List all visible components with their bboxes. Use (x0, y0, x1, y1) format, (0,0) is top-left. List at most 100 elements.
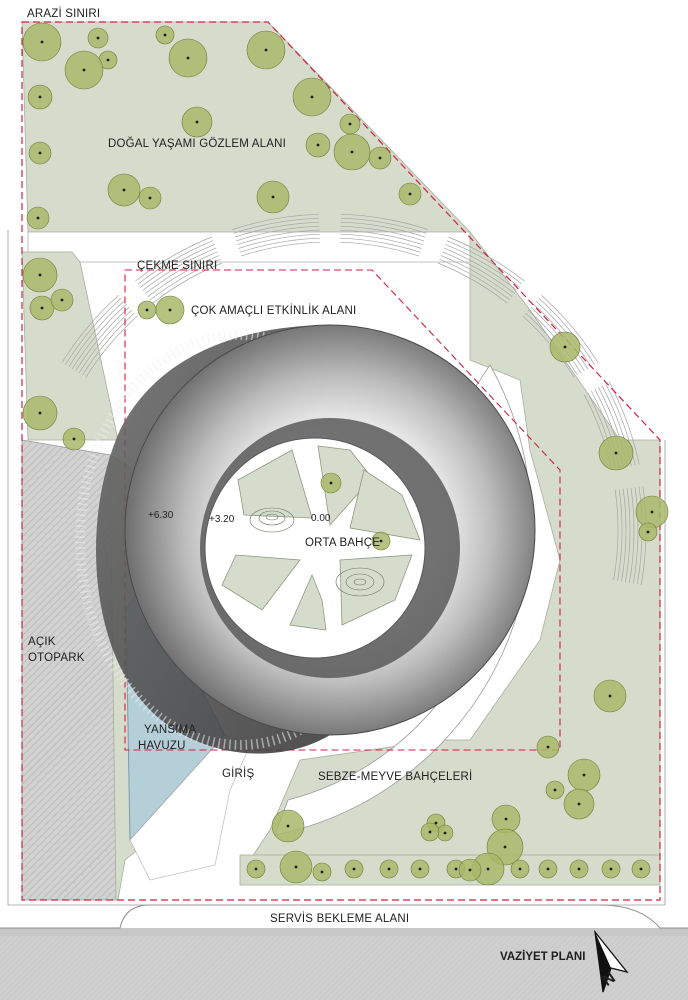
tree (569, 859, 589, 879)
tree-trunk-dot (352, 867, 356, 871)
tree-trunk-dot (546, 745, 550, 749)
orchard-row (140, 244, 215, 288)
tree (50, 288, 74, 312)
orchard-row (232, 213, 320, 230)
label-nature-area: DOĞAL YAŞAMI GÖZLEM ALANI (108, 137, 286, 150)
tree-trunk-dot (168, 308, 172, 312)
tree (28, 141, 52, 165)
tree (26, 206, 50, 230)
tree (436, 824, 454, 842)
tree (549, 331, 581, 363)
tree (246, 30, 286, 70)
boundary-lines (21, 21, 661, 901)
tree-trunk-dot (40, 306, 44, 310)
label-service-area: SERVİS BEKLEME ALANI (270, 912, 409, 925)
tree (538, 859, 558, 879)
tree-trunk-dot (454, 867, 458, 871)
tree (631, 859, 651, 879)
tree-trunk-dot (316, 143, 320, 147)
tree-trunk-dot (350, 150, 354, 154)
tree-trunk-dot (387, 867, 391, 871)
tree-trunk-dot (504, 817, 508, 821)
tree-trunk-dot (163, 33, 167, 37)
tree-trunk-dot (418, 867, 422, 871)
orchard-row (617, 489, 623, 581)
tree-trunk-dot (38, 273, 42, 277)
tree-trunk-dot (264, 48, 268, 52)
tree-trunk-dot (38, 95, 42, 99)
tree (635, 495, 669, 529)
tree (567, 758, 601, 792)
north-arrow (594, 929, 629, 993)
label-pool-line2: HAVUZU (138, 740, 186, 752)
label-setback-line: ÇEKME SINIRI (137, 260, 217, 272)
contour (265, 513, 279, 521)
orchard-row (235, 225, 320, 242)
tree (333, 133, 371, 171)
tree (638, 522, 658, 542)
tree-trunk-dot (40, 40, 44, 44)
orchard-row (135, 236, 212, 282)
tree-trunk-dot (577, 802, 581, 806)
orchard-row (446, 240, 523, 285)
garden-wedge-1 (237, 449, 313, 519)
tree (601, 859, 621, 879)
orchard-row (605, 383, 636, 466)
orchard-row (237, 229, 320, 246)
tree (168, 38, 208, 78)
trees (22, 22, 669, 886)
orchard-row (613, 489, 619, 581)
tree-trunk-dot (503, 845, 507, 849)
orchard-row (621, 488, 627, 582)
tree-trunk-dot (378, 156, 382, 160)
tree (536, 735, 560, 759)
tree-trunk-dot (434, 821, 438, 825)
tree-trunk-dot (553, 788, 557, 792)
tree-trunk-dot (408, 192, 412, 196)
tree (510, 859, 530, 879)
orchard-row (445, 244, 520, 288)
tree (371, 531, 391, 551)
orchard-row (439, 258, 511, 301)
north-arrow-half-icon (595, 932, 611, 992)
orchard-row (82, 312, 135, 376)
tree (420, 822, 440, 842)
label-site-boundary: ARAZİ SINIRI (27, 7, 100, 20)
tree-trunk-dot (650, 510, 654, 514)
orchard-row (340, 229, 423, 246)
tree-trunk-dot (294, 865, 298, 869)
orchard-row (629, 487, 635, 583)
labels: ARAZİ SINIRI DOĞAL YAŞAMI GÖZLEM ALANI Ç… (27, 7, 619, 990)
tree-trunk-dot (486, 867, 490, 871)
tree (29, 295, 55, 321)
tree (271, 809, 305, 843)
building (75, 324, 536, 754)
contour (258, 510, 286, 526)
tree (155, 25, 175, 45)
label-event-area: ÇOK AMAÇLI ETKİNLİK ALANI (191, 304, 356, 317)
orchard-row (340, 221, 426, 238)
orchard-row (142, 247, 217, 291)
tree-trunk-dot (518, 867, 522, 871)
courtyard-gardens (221, 445, 421, 631)
label-entrance: GİRİŞ (222, 767, 254, 780)
orchard-row (340, 237, 421, 253)
tree-trunk-dot (646, 530, 650, 534)
tree (155, 295, 185, 325)
label-elevation-mid: +3.20 (209, 514, 235, 525)
tree-trunk-dot (609, 867, 613, 871)
tree-trunk-dot (329, 481, 333, 485)
setback-line (124, 269, 561, 751)
tree (22, 395, 58, 431)
tree-trunk-dot (82, 68, 86, 72)
label-center-garden: ORTA BAHÇE (305, 537, 380, 549)
tree (27, 84, 53, 110)
tree-trunk-dot (122, 188, 126, 192)
tree-trunk-dot (546, 867, 550, 871)
orchard-row (340, 233, 422, 249)
orchard-row (340, 241, 420, 257)
orchard-row (149, 258, 221, 301)
orchard-row (240, 241, 320, 257)
tree (279, 850, 313, 884)
tree-trunk-dot (639, 867, 643, 871)
